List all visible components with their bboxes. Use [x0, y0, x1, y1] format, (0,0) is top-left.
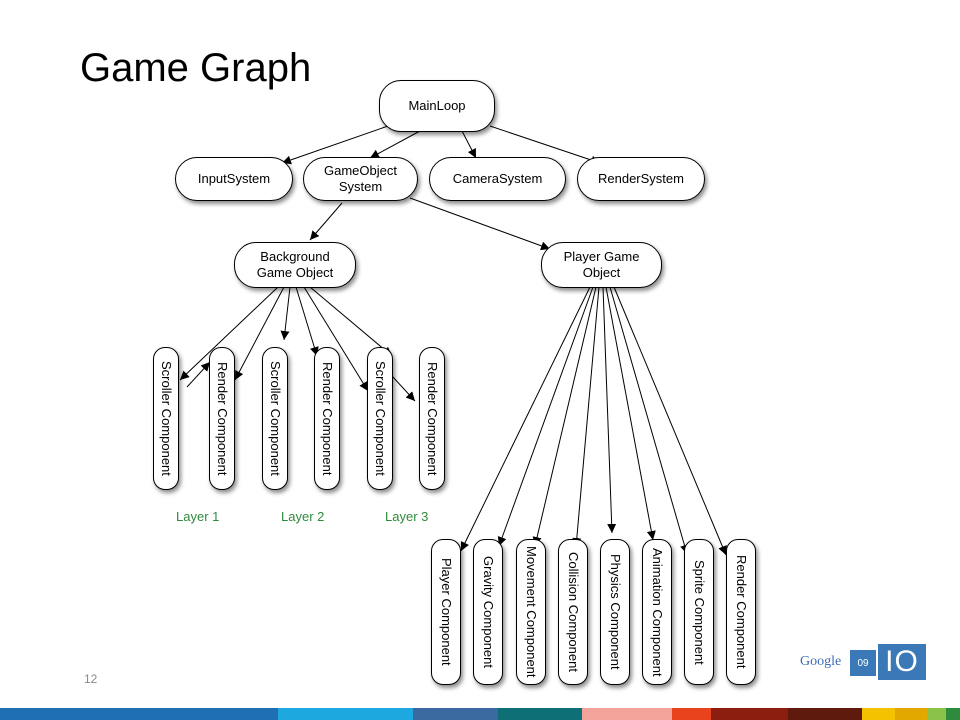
bg-component-4: Render Component: [314, 347, 340, 490]
logo-year: 09: [850, 650, 876, 676]
google-io-logo: Google 09 IO: [800, 642, 928, 686]
footer-bar-segment: [672, 708, 712, 720]
edge-mainloop-render: [489, 125, 601, 165]
inputsystem-node: InputSystem: [175, 157, 293, 201]
edge-bg-comp-2: [234, 286, 285, 381]
edge-bg-comp-1: [179, 286, 279, 381]
player-component-1: Player Component: [431, 539, 461, 685]
footer-bar-segment: [278, 708, 414, 720]
mainloop-node: MainLoop: [379, 80, 495, 132]
edge-player-comp-6: [605, 286, 656, 541]
slide-title: Game Graph: [80, 46, 312, 90]
footer-bar-segment: [926, 708, 947, 720]
gameobject-system-node: GameObject System: [303, 157, 418, 201]
player-component-7-label: Sprite Component: [692, 559, 707, 665]
player-component-4-label: Collision Component: [566, 552, 581, 672]
player-component-5: Physics Component: [600, 539, 630, 685]
bg-component-3-label: Scroller Component: [268, 361, 283, 476]
edge-bg-comp-4: [295, 286, 319, 357]
footer-bar-segment: [413, 708, 498, 720]
layer-2-label: Layer 2: [281, 509, 325, 524]
edge-mainloop-camera: [461, 130, 477, 159]
bg-component-1-label: Scroller Component: [159, 361, 174, 476]
logo-io-mark: IO: [878, 644, 926, 680]
bg-component-2: Render Component: [209, 347, 235, 490]
mainloop-label: MainLoop: [408, 98, 466, 113]
edge-player-comp-5: [602, 286, 617, 534]
edge-mainloop-input: [281, 125, 389, 165]
footer-bar-segment: [946, 708, 960, 720]
bg-component-6-label: Render Component: [425, 361, 440, 476]
footer-bar-segment: [862, 708, 896, 720]
footer-bar-segment: [787, 708, 863, 720]
bg-component-5-label: Scroller Component: [373, 361, 388, 476]
camerasystem-node: CameraSystem: [429, 157, 566, 201]
edge-player-comp-2: [497, 286, 594, 547]
rendersystem-label: RenderSystem: [598, 171, 684, 186]
edge-player-comp-7: [609, 286, 689, 555]
bg-component-6: Render Component: [419, 347, 445, 490]
player-component-7: Sprite Component: [684, 539, 714, 685]
bg-component-4-label: Render Component: [320, 361, 335, 476]
player-component-3-label: Movement Component: [524, 546, 539, 678]
edge-layer3: [391, 375, 416, 402]
rendersystem-node: RenderSystem: [577, 157, 705, 201]
edge-mainloop-gameobject: [369, 130, 421, 159]
player-component-3: Movement Component: [516, 539, 546, 685]
edge-bg-comp-5: [303, 286, 369, 392]
inputsystem-label: InputSystem: [197, 171, 271, 186]
bg-component-1: Scroller Component: [153, 347, 179, 490]
player-component-8-label: Render Component: [734, 555, 749, 669]
background-game-object-node: Background Game Object: [234, 242, 356, 288]
bg-component-3: Scroller Component: [262, 347, 288, 490]
player-component-8: Render Component: [726, 539, 756, 685]
edge-player-comp-4: [572, 286, 600, 548]
edge-bg-comp-6: [309, 286, 393, 357]
camerasystem-label: CameraSystem: [452, 171, 543, 186]
layer-3-label: Layer 3: [385, 509, 429, 524]
edge-player-comp-3: [532, 286, 597, 547]
logo-brand-text: Google: [800, 654, 842, 669]
player-component-1-label: Player Component: [439, 558, 454, 666]
footer-bar-segment: [711, 708, 788, 720]
footer-bar-segment: [581, 708, 673, 720]
edge-bg-comp-3: [280, 286, 291, 341]
player-component-6-label: Animation Component: [650, 547, 665, 677]
player-component-2-label: Gravity Component: [481, 556, 496, 668]
player-game-object-node: Player Game Object: [541, 242, 662, 288]
footer-bar-segment: [895, 708, 927, 720]
background-game-object-label: Background Game Object: [256, 249, 334, 280]
bg-component-5: Scroller Component: [367, 347, 393, 490]
gameobject-system-label: GameObject System: [324, 163, 397, 194]
edge-gameobject-player: [409, 197, 551, 251]
edge-player-comp-1: [460, 286, 591, 552]
player-game-object-label: Player Game Object: [563, 249, 640, 280]
player-component-2: Gravity Component: [473, 539, 503, 685]
edge-layer1: [186, 361, 211, 388]
player-component-4: Collision Component: [558, 539, 588, 685]
page-number: 12: [84, 672, 98, 686]
bg-component-2-label: Render Component: [215, 361, 230, 476]
edge-player-comp-8: [613, 286, 727, 556]
footer-color-bar: [0, 708, 960, 720]
player-component-5-label: Physics Component: [608, 554, 623, 670]
layer-1-label: Layer 1: [176, 509, 220, 524]
player-component-6: Animation Component: [642, 539, 672, 685]
footer-bar-segment: [0, 708, 279, 720]
edge-gameobject-background: [309, 202, 343, 241]
footer-bar-segment: [497, 708, 582, 720]
